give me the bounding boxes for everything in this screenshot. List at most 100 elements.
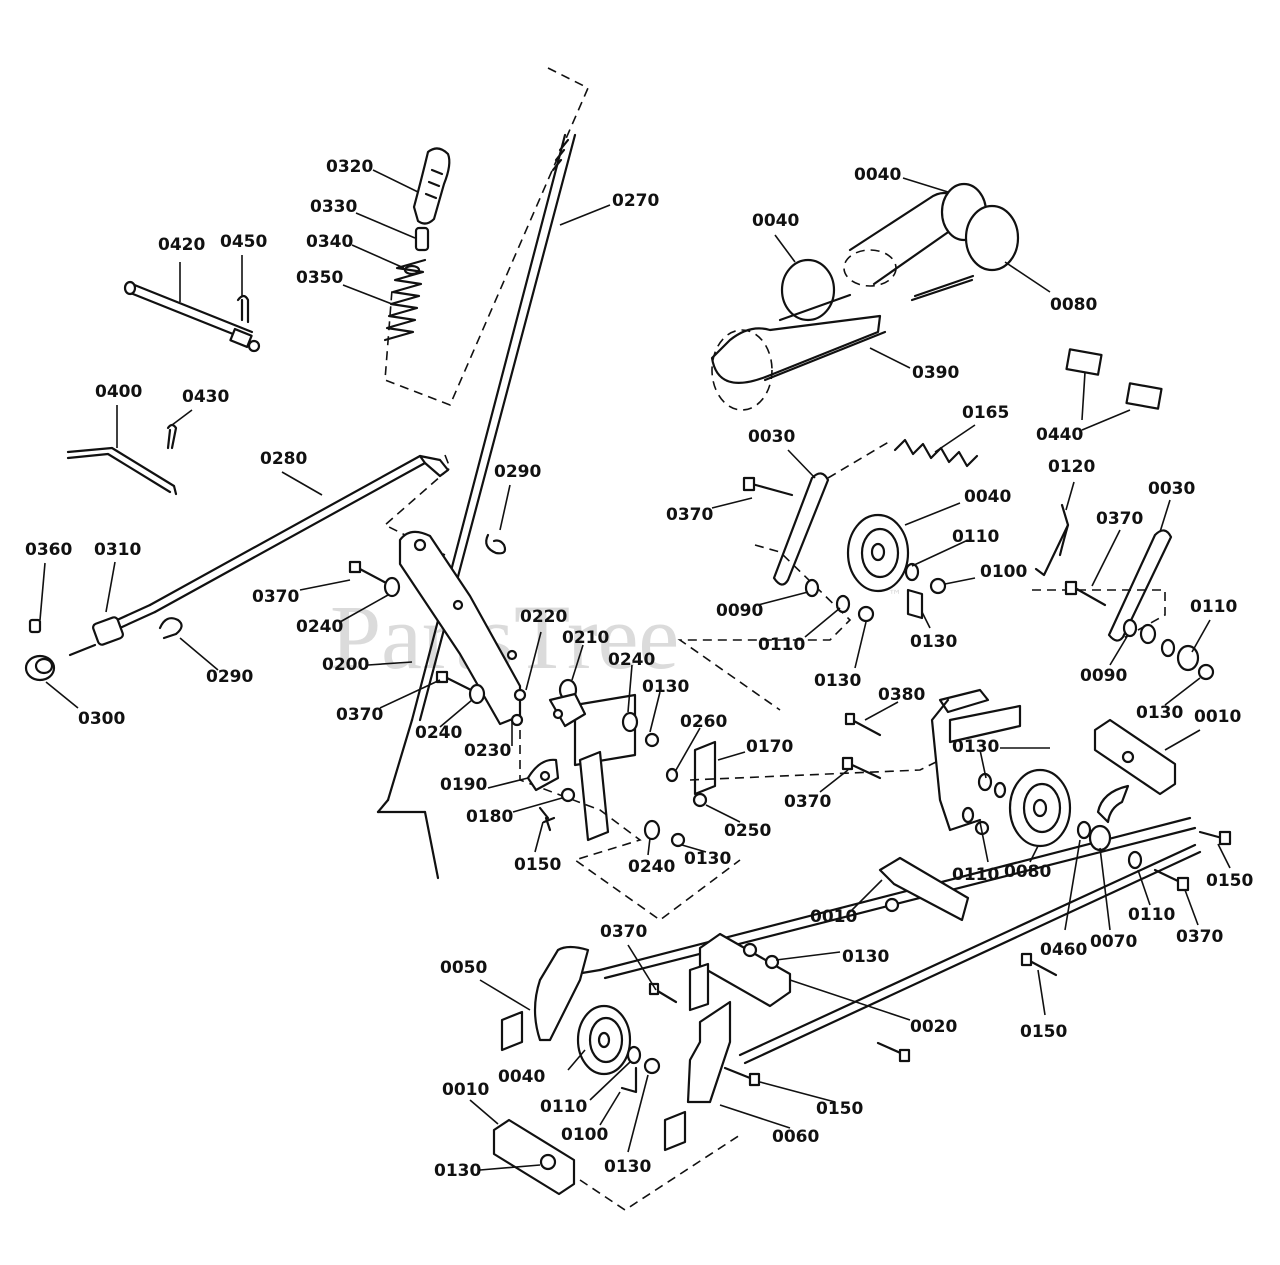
callout-0080-belt: 0080 bbox=[1050, 295, 1097, 315]
washer-0260 bbox=[665, 767, 679, 783]
callout-0350: 0350 bbox=[296, 268, 343, 288]
callout-0110-center-lower: 0110 bbox=[758, 635, 805, 655]
callout-0010-right: 0010 bbox=[1194, 707, 1241, 727]
callout-0130-lower: 0130 bbox=[604, 1157, 651, 1177]
spring-0350 bbox=[383, 258, 427, 342]
callout-0370-center: 0370 bbox=[666, 505, 713, 525]
callout-0400: 0400 bbox=[95, 382, 142, 402]
set-screw-0360 bbox=[28, 618, 42, 634]
callout-0370-right: 0370 bbox=[1096, 509, 1143, 529]
handle-grip-0320 bbox=[412, 147, 451, 225]
bolt-0370-center bbox=[742, 476, 794, 497]
callout-0370-lower: 0370 bbox=[600, 922, 647, 942]
pulley-0040-center bbox=[846, 513, 910, 593]
hairpin-0430 bbox=[166, 423, 178, 450]
callout-0390: 0390 bbox=[912, 363, 959, 383]
spring-rod-0120 bbox=[1034, 503, 1070, 577]
callout-0250: 0250 bbox=[724, 821, 771, 841]
bolt-0370-shift-lower bbox=[435, 670, 486, 705]
callout-0220: 0220 bbox=[520, 607, 567, 627]
callout-0310: 0310 bbox=[94, 540, 141, 560]
callout-0070: 0070 bbox=[1090, 932, 1137, 952]
callout-0130-frame: 0130 bbox=[952, 737, 999, 757]
callout-0010-lower: 0010 bbox=[442, 1080, 489, 1100]
callout-0020: 0020 bbox=[910, 1017, 957, 1037]
bent-rod-0400 bbox=[66, 446, 178, 496]
callout-0060: 0060 bbox=[772, 1127, 819, 1147]
bolt-0150-shift bbox=[538, 806, 556, 832]
callout-0110-center: 0110 bbox=[952, 527, 999, 547]
callout-0280: 0280 bbox=[260, 449, 307, 469]
callout-0130-center-right: 0130 bbox=[910, 632, 957, 652]
callout-0120: 0120 bbox=[1048, 457, 1095, 477]
shift-plate-0200 bbox=[398, 530, 522, 726]
knob-0300 bbox=[24, 654, 56, 682]
leader-lines bbox=[39, 169, 1231, 1171]
callout-0165: 0165 bbox=[962, 403, 1009, 423]
callout-0190: 0190 bbox=[440, 775, 487, 795]
callout-0210: 0210 bbox=[562, 628, 609, 648]
callout-0130-center-lower: 0130 bbox=[814, 671, 861, 691]
callout-0010-center: 0010 bbox=[810, 907, 857, 927]
callout-0090-right: 0090 bbox=[1080, 666, 1127, 686]
coupler-0310 bbox=[68, 616, 124, 657]
callout-0130-right: 0130 bbox=[1136, 703, 1183, 723]
callout-0370-shift-upper: 0370 bbox=[252, 587, 299, 607]
callout-0370-frame: 0370 bbox=[784, 792, 831, 812]
pivot-rod-0420 bbox=[123, 280, 261, 353]
idler-arm-0030-right bbox=[1032, 529, 1173, 642]
callout-0040-lower: 0040 bbox=[498, 1067, 545, 1087]
callout-0150-lower: 0150 bbox=[816, 1099, 863, 1119]
callout-0460: 0460 bbox=[1040, 940, 1087, 960]
callout-0100-lower: 0100 bbox=[561, 1125, 608, 1145]
belt-0390 bbox=[710, 314, 887, 411]
callout-0240-upper: 0240 bbox=[608, 650, 655, 670]
handle-dashed-outline bbox=[383, 67, 590, 556]
bracket-0170 bbox=[693, 740, 717, 796]
callout-0240-bottom: 0240 bbox=[628, 857, 675, 877]
callout-0110-lower-right: 0110 bbox=[1128, 905, 1175, 925]
belt-0040-large bbox=[778, 182, 988, 322]
callout-0230: 0230 bbox=[464, 741, 511, 761]
callout-0150-frame: 0150 bbox=[1020, 1022, 1067, 1042]
plate-0010-right bbox=[1093, 718, 1177, 796]
callout-0270: 0270 bbox=[612, 191, 659, 211]
right-arm-hardware bbox=[1064, 580, 1215, 681]
callout-0240-shift-lower: 0240 bbox=[415, 723, 462, 743]
side-bracket-0060-lower bbox=[579, 1000, 741, 1211]
callout-0380: 0380 bbox=[878, 685, 925, 705]
callout-0290-top: 0290 bbox=[494, 462, 541, 482]
callout-0340: 0340 bbox=[306, 232, 353, 252]
bolt-0370-lower bbox=[648, 982, 678, 1004]
callout-0110-right: 0110 bbox=[1190, 597, 1237, 617]
idler-arm-0070 bbox=[1076, 784, 1130, 852]
frame-nuts-0130 bbox=[742, 942, 780, 970]
sleeve-0330 bbox=[414, 226, 430, 252]
callout-0430: 0430 bbox=[182, 387, 229, 407]
callout-0130-shift: 0130 bbox=[642, 677, 689, 697]
side-bracket-0050 bbox=[500, 945, 590, 1052]
plate-0010-center bbox=[878, 856, 970, 922]
callout-0290-left: 0290 bbox=[206, 667, 253, 687]
decals-0440 bbox=[1065, 348, 1163, 410]
center-washers-nuts bbox=[804, 562, 947, 623]
washers-0240-shift bbox=[621, 711, 661, 841]
nut-0250 bbox=[692, 792, 708, 808]
callout-0040-center: 0040 bbox=[964, 487, 1011, 507]
callout-0170: 0170 bbox=[746, 737, 793, 757]
callout-0030-right: 0030 bbox=[1148, 479, 1195, 499]
callout-0150-shift: 0150 bbox=[514, 855, 561, 875]
callout-0360: 0360 bbox=[25, 540, 72, 560]
bolt-0150-frame bbox=[723, 952, 1058, 1087]
callout-0030-left: 0030 bbox=[748, 427, 795, 447]
callout-0330: 0330 bbox=[310, 197, 357, 217]
callout-0080-pulley: 0080 bbox=[1004, 862, 1051, 882]
callout-0420: 0420 bbox=[158, 235, 205, 255]
spring-0165 bbox=[893, 438, 979, 468]
callout-0150-right: 0150 bbox=[1206, 871, 1253, 891]
callout-0450: 0450 bbox=[220, 232, 267, 252]
plate-0010-lower bbox=[492, 1118, 576, 1196]
pulley-0040-lower bbox=[576, 1004, 661, 1094]
bushing-0180 bbox=[560, 787, 576, 803]
